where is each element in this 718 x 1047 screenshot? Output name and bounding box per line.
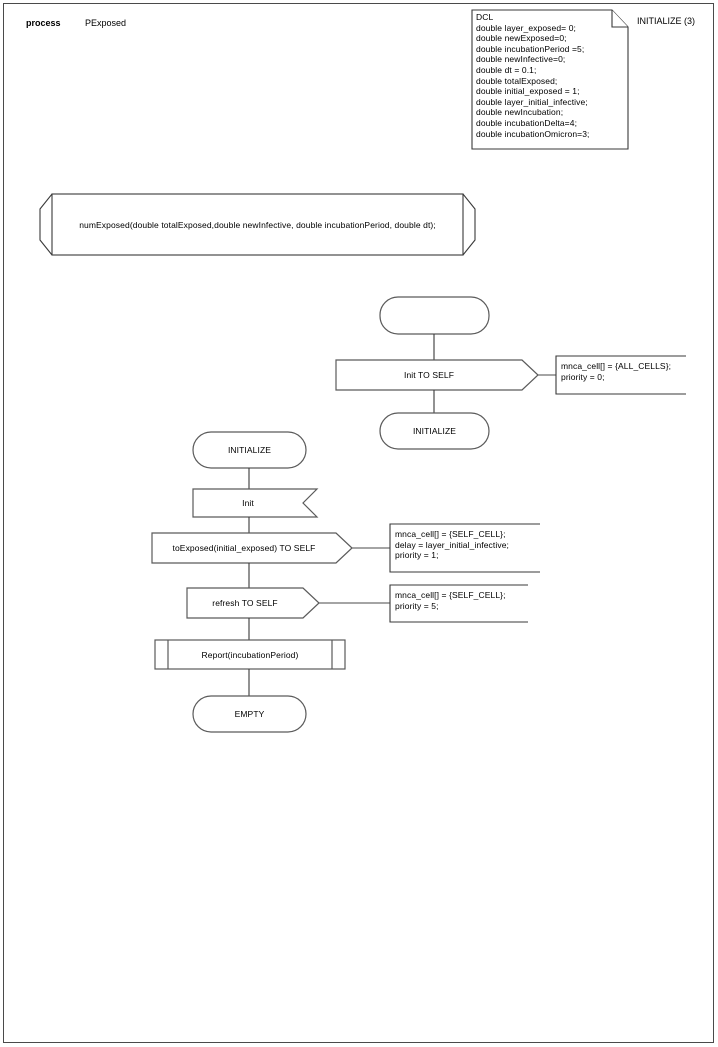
start-symbol xyxy=(379,296,490,335)
page-label: INITIALIZE (3) xyxy=(637,16,696,26)
state-symbol-initialize-top xyxy=(379,412,490,450)
header-process-name: PExposed xyxy=(85,18,127,28)
comment-box-refresh xyxy=(389,584,528,623)
output-symbol-init xyxy=(335,359,539,391)
state-symbol-empty xyxy=(192,695,307,733)
dcl-box-fold xyxy=(611,10,628,28)
output-symbol-toexposed xyxy=(151,532,353,564)
procedure-decl-inner xyxy=(51,193,464,256)
header-keyword: process xyxy=(26,18,61,28)
input-symbol-init xyxy=(192,488,319,518)
procedure-call-symbol xyxy=(154,639,346,670)
page-frame xyxy=(3,3,714,1043)
comment-box-init xyxy=(555,355,686,395)
output-symbol-refresh xyxy=(186,587,320,619)
comment-box-toexposed xyxy=(389,523,540,573)
state-symbol-initialize-left xyxy=(192,431,307,469)
dcl-box-outline xyxy=(471,9,629,150)
